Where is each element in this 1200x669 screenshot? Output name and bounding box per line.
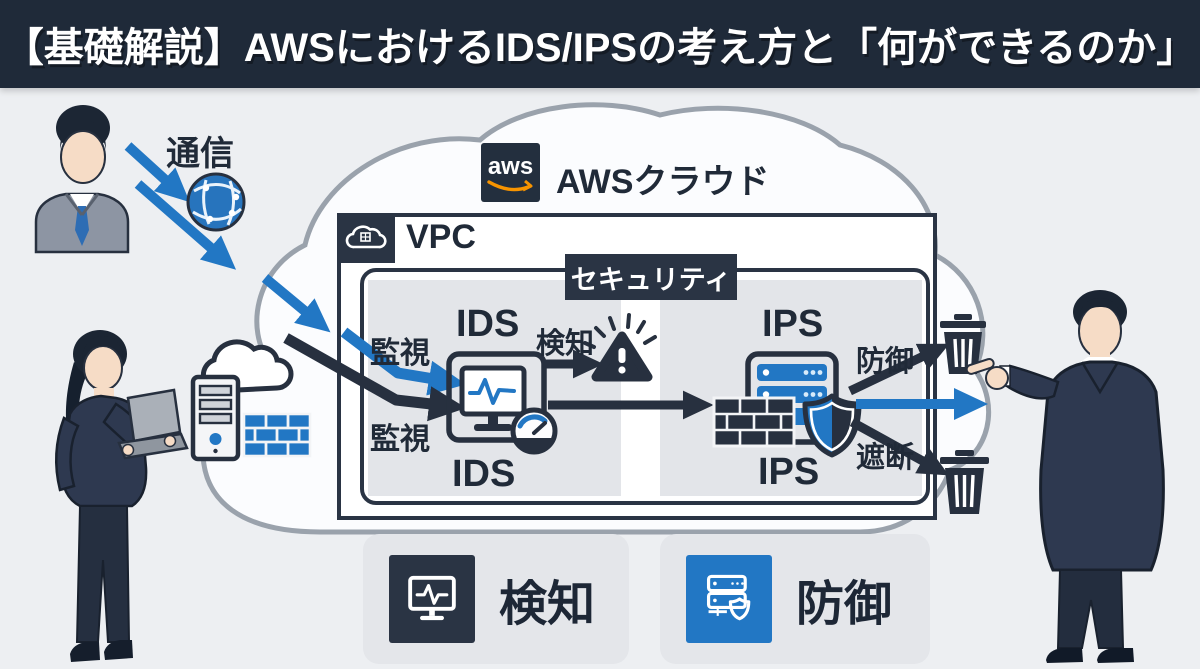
legend-detect-label: 検知 bbox=[499, 578, 596, 631]
monitor-label-bottom: 監視 bbox=[370, 423, 430, 456]
server-icon bbox=[190, 374, 241, 462]
detect-label: 検知 bbox=[536, 328, 595, 360]
analyst-person bbox=[54, 330, 189, 662]
legend-detect: 検知 bbox=[363, 534, 629, 664]
security-label-box: セキュリティ bbox=[565, 254, 737, 300]
ips-label-top: IPS bbox=[762, 303, 824, 345]
ips-label-bottom: IPS bbox=[758, 451, 820, 493]
aws-logo: aws bbox=[481, 143, 540, 202]
page-title: 【基礎解説】AWSにおけるIDS/IPSの考え方と「何ができるのか」 bbox=[3, 26, 1197, 70]
ids-label-top: IDS bbox=[456, 303, 520, 345]
aws-cloud-label: AWSクラウド bbox=[556, 163, 770, 201]
cloud-icon bbox=[200, 339, 294, 394]
trash-icon-bottom bbox=[940, 450, 989, 514]
monitor-icon bbox=[389, 555, 475, 643]
firewall-blue-icon bbox=[242, 412, 312, 458]
security-label: セキュリティ bbox=[570, 264, 732, 295]
vpc-label: VPC bbox=[406, 218, 476, 256]
ids-label-bottom: IDS bbox=[452, 453, 516, 495]
legend-defend: 防御 bbox=[660, 534, 930, 664]
vpc-icon bbox=[337, 213, 395, 263]
block-label: 遮断 bbox=[856, 442, 915, 474]
globe-icon bbox=[186, 172, 246, 232]
svg-text:aws: aws bbox=[488, 153, 533, 180]
legend-defend-label: 防御 bbox=[796, 578, 893, 631]
attacker-person bbox=[34, 105, 130, 254]
protected-resources bbox=[190, 339, 312, 462]
title-bar: 【基礎解説】AWSにおけるIDS/IPSの考え方と「何ができるのか」 bbox=[0, 0, 1200, 88]
presenter-person bbox=[965, 290, 1165, 663]
server-shield-icon bbox=[686, 555, 772, 643]
defend-label: 防御 bbox=[856, 346, 915, 378]
traffic-label: 通信 bbox=[166, 135, 234, 173]
monitor-label-top: 監視 bbox=[370, 337, 430, 370]
trash-icon-top bbox=[940, 314, 986, 374]
